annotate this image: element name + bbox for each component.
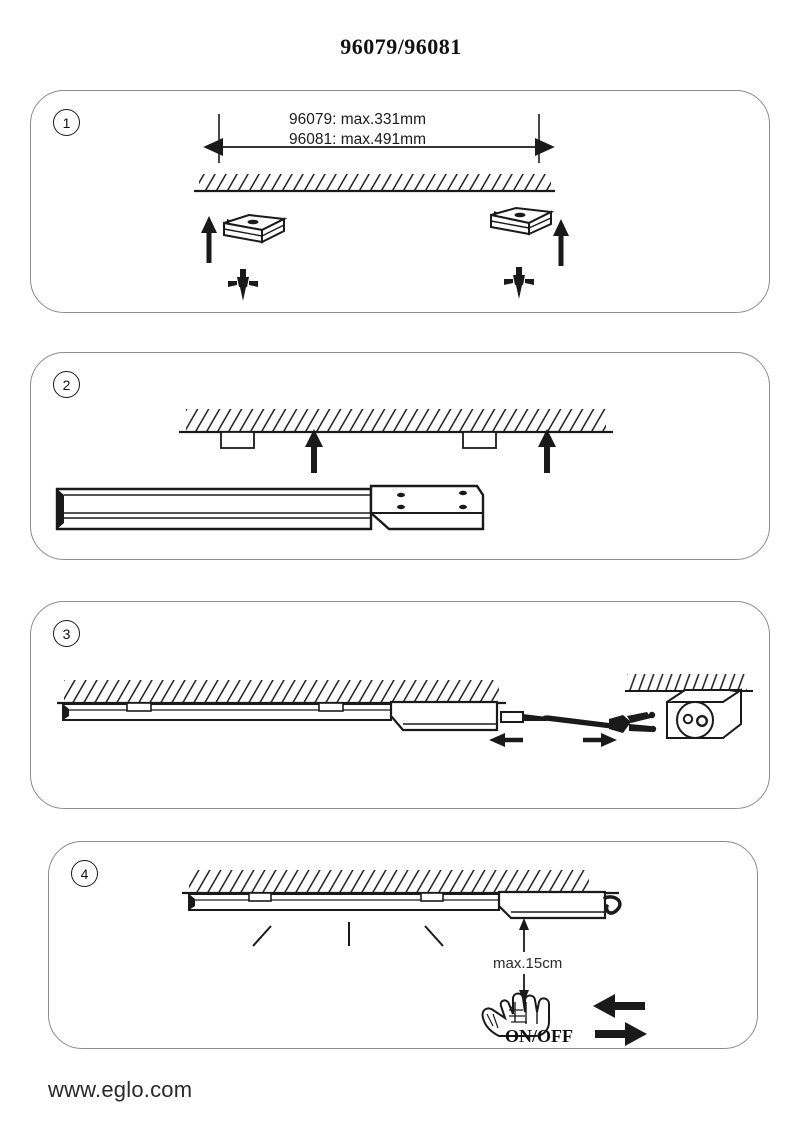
mounting-bracket-icon xyxy=(223,213,288,244)
step-1-diagram: 96079: max.331mm 96081: max.491mm xyxy=(194,111,569,301)
installed-linear-led-fixture xyxy=(188,890,607,920)
dimension-line-1: 96079: max.331mm xyxy=(289,111,426,128)
ceiling-icon xyxy=(179,409,613,434)
step-number-badge-4: 4 xyxy=(71,860,98,887)
step-number-badge-2: 2 xyxy=(53,371,80,398)
arrow-up-icon-left xyxy=(305,429,323,473)
wall-anchor-screw-icon-right xyxy=(504,267,534,299)
on-off-label: ON/OFF xyxy=(505,1026,573,1046)
euro-plug-icon xyxy=(609,711,657,733)
arrow-left-icon xyxy=(489,733,523,747)
dimension-line-2: 96081: max.491mm xyxy=(289,131,426,148)
step-number-badge-3: 3 xyxy=(53,620,80,647)
linear-led-fixture xyxy=(55,484,485,531)
footer-website-url[interactable]: www.eglo.com xyxy=(48,1077,193,1102)
dimension-annotation: 96079: max.331mm 96081: max.491mm xyxy=(203,111,555,163)
step-2-diagram xyxy=(55,409,613,531)
ceiling-icon xyxy=(182,870,619,895)
step-number-badge-1: 1 xyxy=(53,109,80,136)
wall-anchor-screw-icon-left xyxy=(228,269,258,301)
step-4-diagram: max.15cm xyxy=(182,870,647,1046)
cord-connector-icon xyxy=(500,711,547,723)
power-cord-with-plug xyxy=(500,711,657,733)
curled-cord-icon xyxy=(603,895,622,915)
mounted-bracket-right xyxy=(462,431,497,449)
arrow-right-icon xyxy=(583,733,617,747)
bracket-assembly-left xyxy=(201,213,288,301)
mounting-bracket-icon xyxy=(490,206,555,236)
mounted-bracket-left xyxy=(220,431,255,449)
arrow-up-icon-right xyxy=(553,219,569,266)
step-panel-4: 4 xyxy=(48,841,758,1049)
step-panel-3: 3 xyxy=(30,601,770,809)
arrow-up-icon-right xyxy=(538,429,556,473)
wall-socket-icon xyxy=(666,688,742,739)
light-emission-rays-icon xyxy=(252,922,444,947)
arrow-right-icon xyxy=(595,1022,647,1046)
bracket-assembly-right xyxy=(490,206,569,299)
step-panel-1: 1 96079: max.331mm 96081: max.491 xyxy=(30,90,770,313)
arrow-up-icon-left xyxy=(201,216,217,263)
step-3-diagram xyxy=(57,674,753,747)
max-distance-annotation: max.15cm xyxy=(493,918,562,1002)
max-distance-label: max.15cm xyxy=(493,955,562,972)
installed-linear-led-fixture xyxy=(62,700,499,732)
step-panel-2: 2 xyxy=(30,352,770,560)
ceiling-icon xyxy=(194,174,555,193)
arrow-left-icon xyxy=(593,994,645,1018)
hand-icon xyxy=(481,992,550,1037)
ceiling-icon xyxy=(57,680,506,705)
page-title: 96079/96081 xyxy=(340,34,462,59)
hatched-wall-icon xyxy=(625,674,753,692)
